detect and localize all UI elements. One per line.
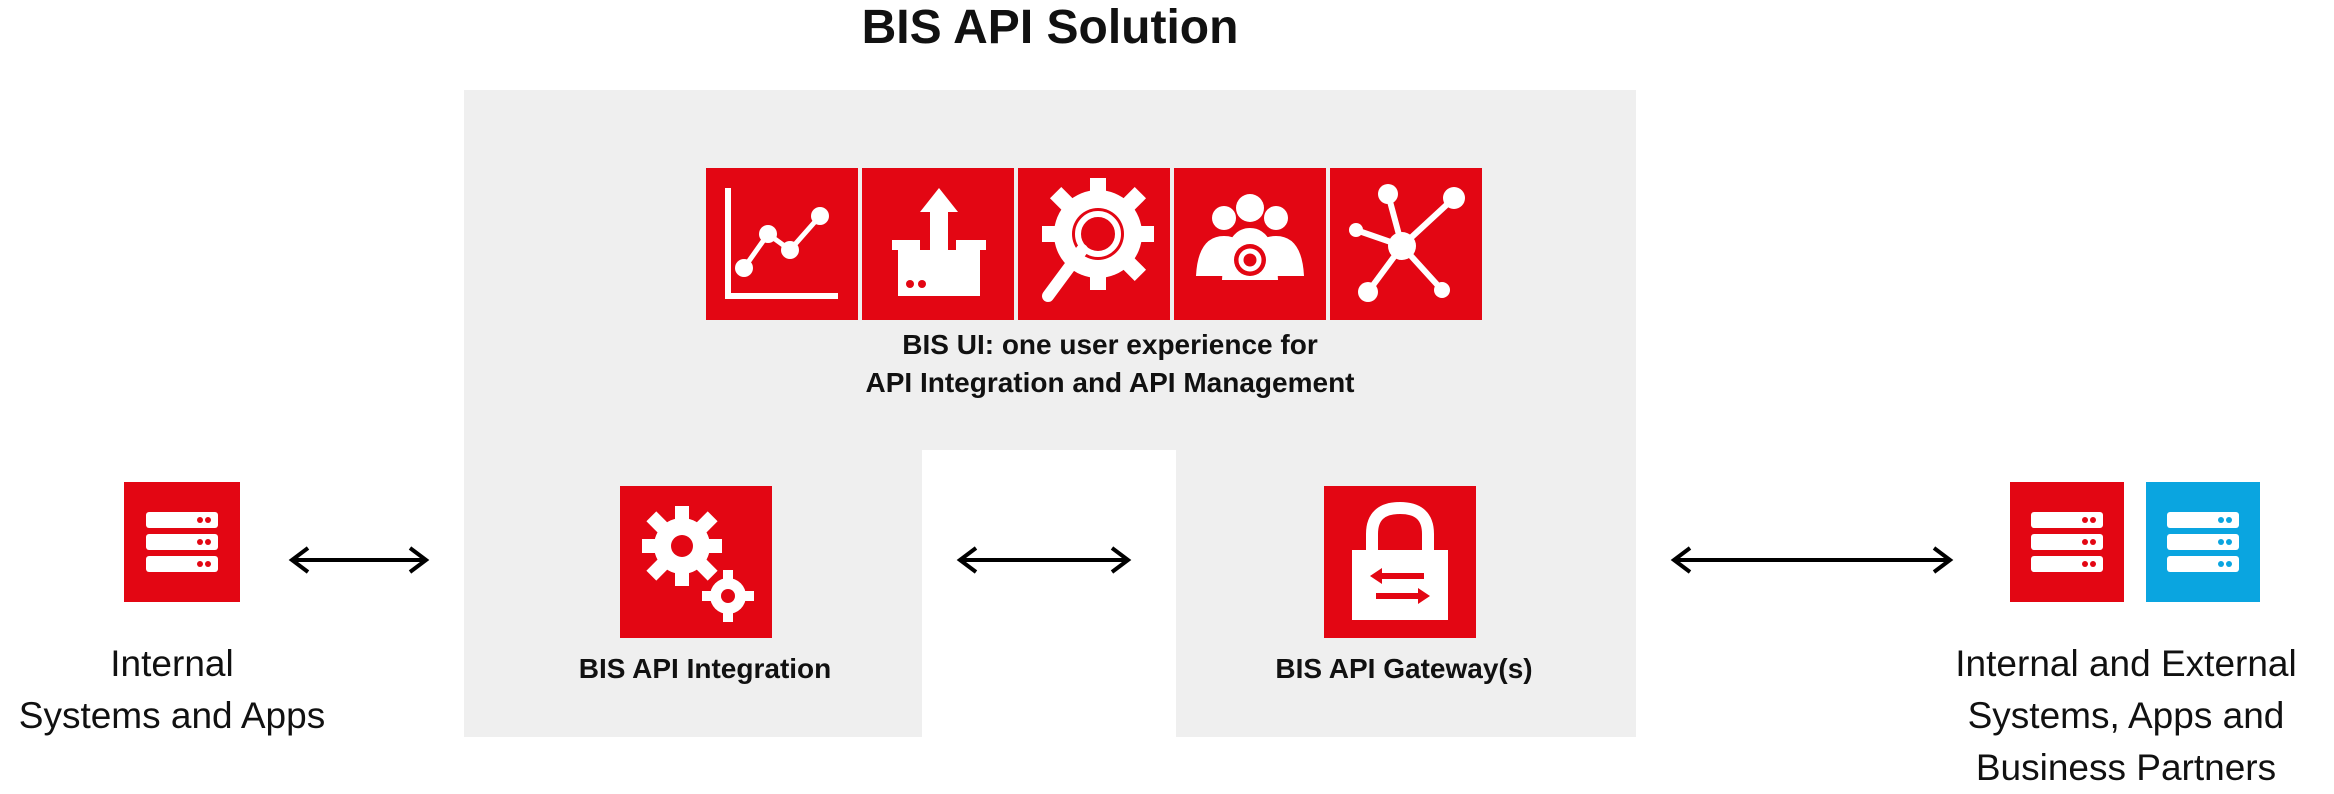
internal-systems-line2: Systems and Apps (18, 695, 326, 736)
internal-systems-label: Internal Systems and Apps (0, 638, 344, 742)
gear-search-icon (1018, 168, 1170, 320)
external-systems-line3: Business Partners (1975, 747, 2277, 788)
network-hub-icon (1330, 168, 1482, 320)
bis-ui-caption-line2: API Integration and API Management (865, 367, 1355, 398)
integration-label: BIS API Integration (578, 653, 832, 684)
team-support-icon (1174, 168, 1326, 320)
server-icon (2010, 482, 2124, 602)
lock-exchange-icon (1324, 486, 1476, 638)
diagram-title: BIS API Solution (861, 1, 1239, 54)
bis-ui-caption: BIS UI: one user experience for API Inte… (720, 326, 1500, 402)
server-icon (2146, 482, 2260, 602)
external-systems-line2: Systems, Apps and (1967, 695, 2285, 736)
left-bidirectional-arrow (288, 546, 430, 574)
analytics-chart-icon (706, 168, 858, 320)
internal-systems-line1: Internal (110, 643, 234, 684)
server-icon (124, 482, 240, 602)
bis-ui-caption-line1: BIS UI: one user experience for (902, 329, 1318, 360)
right-bidirectional-arrow (1670, 546, 1954, 574)
center-bidirectional-arrow (956, 546, 1132, 574)
gateway-label: BIS API Gateway(s) (1275, 653, 1533, 684)
external-systems-line1: Internal and External (1955, 643, 2297, 684)
gears-icon (620, 486, 772, 638)
box-upload-icon (862, 168, 1014, 320)
external-systems-label: Internal and External Systems, Apps and … (1918, 638, 2334, 794)
